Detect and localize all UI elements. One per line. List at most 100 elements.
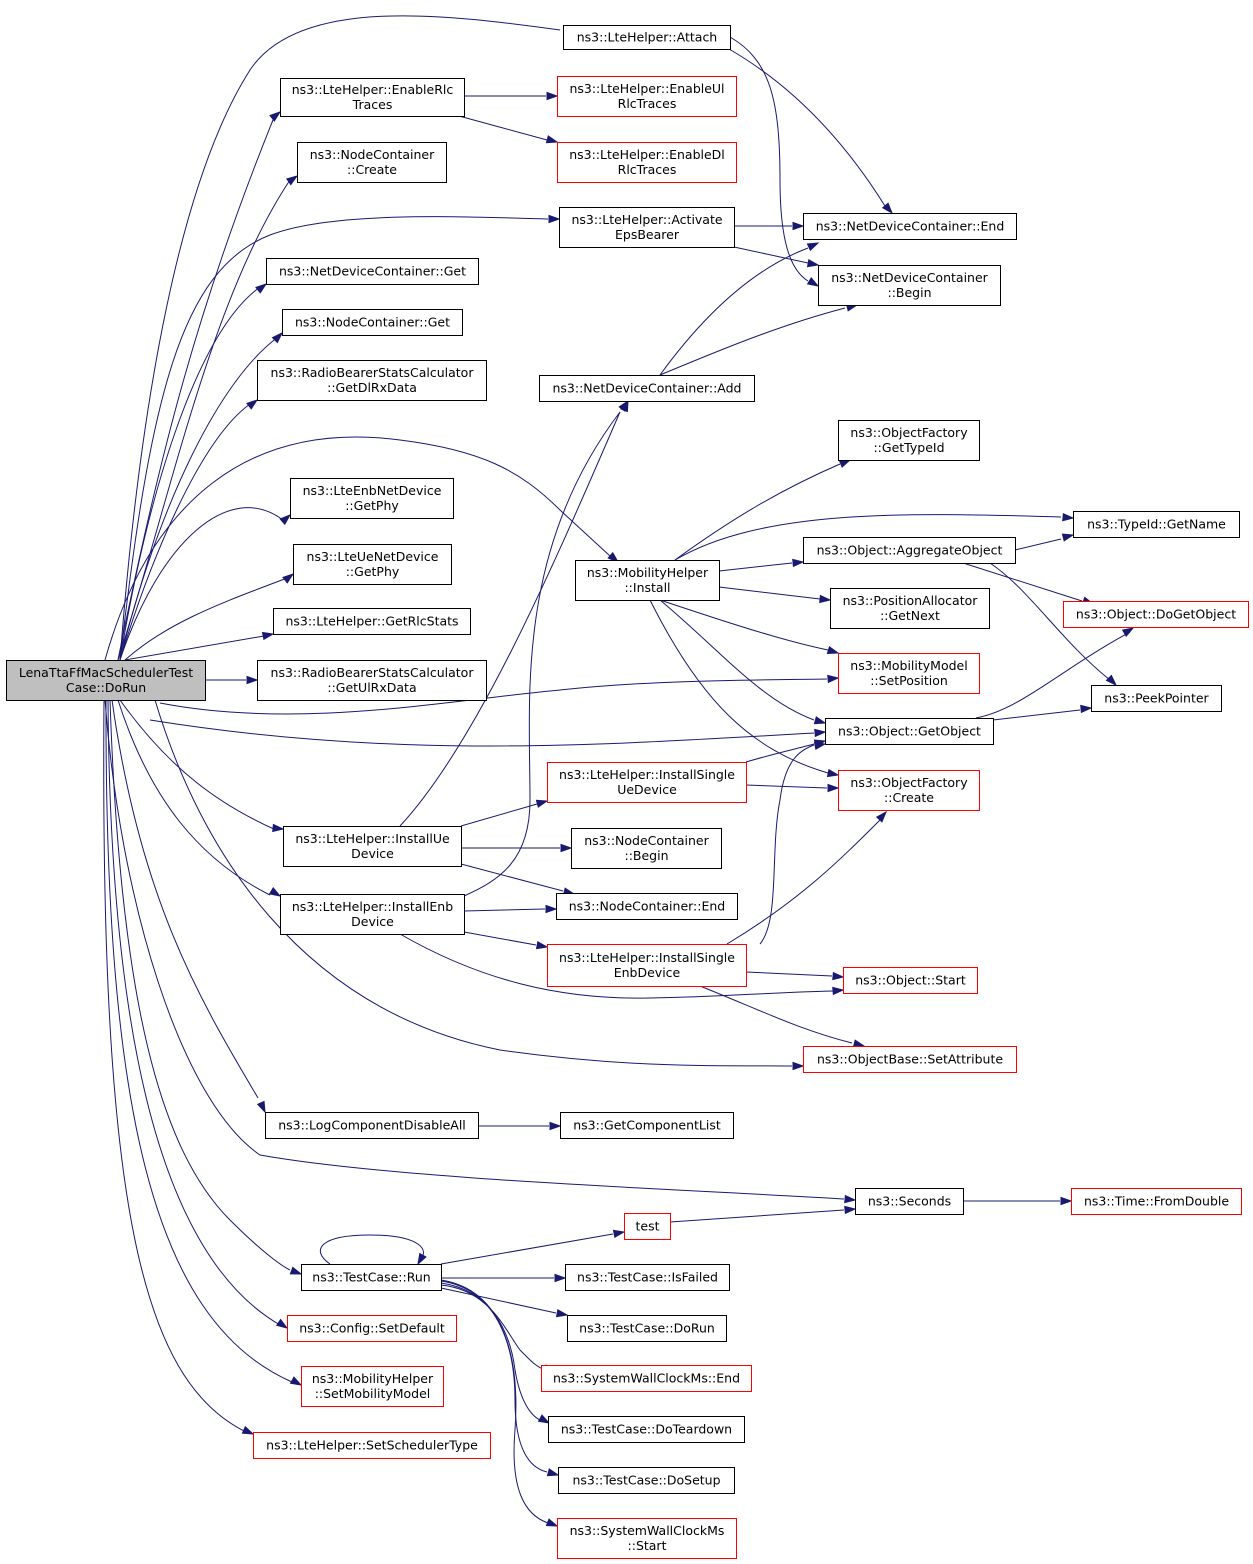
node-box[interactable] <box>301 1366 444 1407</box>
node-box[interactable] <box>548 1416 745 1443</box>
node-wallClockEnd[interactable]: ns3::SystemWallClockMs::End <box>541 1365 752 1392</box>
node-doGetObject[interactable]: ns3::Object::DoGetObject <box>1063 601 1249 628</box>
node-box[interactable] <box>257 360 487 401</box>
node-wallClockStart[interactable]: ns3::SystemWallClockMs::Start <box>557 1518 737 1559</box>
node-logDisableAll[interactable]: ns3::LogComponentDisableAll <box>265 1112 479 1139</box>
node-aggregateObject[interactable]: ns3::Object::AggregateObject <box>803 537 1016 564</box>
node-box[interactable] <box>838 420 980 461</box>
node-box[interactable] <box>557 76 737 117</box>
node-box[interactable] <box>571 828 722 869</box>
node-configSetDefault[interactable]: ns3::Config::SetDefault <box>287 1315 457 1342</box>
node-box[interactable] <box>560 1112 734 1139</box>
node-box[interactable] <box>282 309 463 336</box>
node-box[interactable] <box>547 762 747 803</box>
node-box[interactable] <box>283 826 462 867</box>
node-box[interactable] <box>803 1046 1017 1073</box>
node-getRlcStats[interactable]: ns3::LteHelper::GetRlcStats <box>273 608 471 635</box>
node-box[interactable] <box>565 1264 730 1291</box>
node-getObject[interactable]: ns3::Object::GetObject <box>825 718 994 745</box>
node-box[interactable] <box>290 478 454 519</box>
node-box[interactable] <box>825 718 994 745</box>
node-setSchedulerType[interactable]: ns3::LteHelper::SetSchedulerType <box>253 1432 491 1459</box>
node-nodeContainerCreate[interactable]: ns3::NodeContainer::Create <box>297 142 447 183</box>
node-mobilityInstall[interactable]: ns3::MobilityHelper::Install <box>575 560 720 601</box>
node-netDevEnd[interactable]: ns3::NetDeviceContainer::End <box>803 213 1017 240</box>
node-setAttribute[interactable]: ns3::ObjectBase::SetAttribute <box>803 1046 1017 1073</box>
node-box[interactable] <box>855 1188 964 1215</box>
node-getTypeId[interactable]: ns3::ObjectFactory::GetTypeId <box>838 420 980 461</box>
node-enbGetPhy[interactable]: ns3::LteEnbNetDevice::GetPhy <box>290 478 454 519</box>
node-box[interactable] <box>575 560 720 601</box>
node-box[interactable] <box>838 770 980 811</box>
node-box[interactable] <box>1071 1188 1242 1215</box>
node-box[interactable] <box>541 1365 752 1392</box>
node-fromDouble[interactable]: ns3::Time::FromDouble <box>1071 1188 1242 1215</box>
node-box[interactable] <box>567 1315 727 1342</box>
node-doTeardown[interactable]: ns3::TestCase::DoTeardown <box>548 1416 745 1443</box>
node-setPosition[interactable]: ns3::MobilityModel::SetPosition <box>838 653 980 694</box>
node-box[interactable] <box>293 544 452 585</box>
node-box[interactable] <box>273 608 471 635</box>
node-nodeContainerGet[interactable]: ns3::NodeContainer::Get <box>282 309 463 336</box>
node-box[interactable] <box>803 537 1016 564</box>
node-box[interactable] <box>556 893 738 920</box>
node-testCaseRun[interactable]: ns3::TestCase::Run <box>301 1264 442 1291</box>
node-netDevBegin[interactable]: ns3::NetDeviceContainer::Begin <box>818 265 1001 306</box>
node-netDevGet[interactable]: ns3::NetDeviceContainer::Get <box>266 258 479 285</box>
node-box[interactable] <box>280 78 465 117</box>
node-box[interactable] <box>830 588 990 629</box>
node-box[interactable] <box>557 1518 737 1559</box>
node-typeIdGetName[interactable]: ns3::TypeId::GetName <box>1073 511 1240 538</box>
node-getDlRxData[interactable]: ns3::RadioBearerStatsCalculator::GetDlRx… <box>257 360 487 401</box>
node-test[interactable]: test <box>624 1213 671 1240</box>
node-netDevAdd[interactable]: ns3::NetDeviceContainer::Add <box>539 375 755 402</box>
node-box[interactable] <box>265 1112 479 1139</box>
node-seconds[interactable]: ns3::Seconds <box>855 1188 964 1215</box>
node-objectStart[interactable]: ns3::Object::Start <box>843 967 978 994</box>
node-box[interactable] <box>559 207 735 248</box>
node-doSetup[interactable]: ns3::TestCase::DoSetup <box>558 1467 735 1494</box>
node-box[interactable] <box>280 894 465 935</box>
node-box[interactable] <box>843 967 978 994</box>
node-box[interactable] <box>818 265 1001 306</box>
node-box[interactable] <box>6 660 206 701</box>
node-box[interactable] <box>301 1264 442 1291</box>
node-box[interactable] <box>1063 601 1249 628</box>
node-box[interactable] <box>539 375 755 402</box>
node-peekPointer[interactable]: ns3::PeekPointer <box>1091 685 1222 712</box>
node-getUlRxData[interactable]: ns3::RadioBearerStatsCalculator::GetUlRx… <box>257 660 487 701</box>
node-box[interactable] <box>1073 511 1240 538</box>
node-isFailed[interactable]: ns3::TestCase::IsFailed <box>565 1264 730 1291</box>
node-setMobilityModel[interactable]: ns3::MobilityHelper::SetMobilityModel <box>301 1366 444 1407</box>
node-ueGetPhy[interactable]: ns3::LteUeNetDevice::GetPhy <box>293 544 452 585</box>
node-nodeContainerBegin[interactable]: ns3::NodeContainer::Begin <box>571 828 722 869</box>
node-box[interactable] <box>257 660 487 701</box>
node-box[interactable] <box>297 142 447 183</box>
node-box[interactable] <box>838 653 980 694</box>
node-box[interactable] <box>287 1315 457 1342</box>
node-attach[interactable]: ns3::LteHelper::Attach <box>563 25 731 50</box>
node-getComponentList[interactable]: ns3::GetComponentList <box>560 1112 734 1139</box>
node-box[interactable] <box>266 258 479 285</box>
node-testCaseDoRun[interactable]: ns3::TestCase::DoRun <box>567 1315 727 1342</box>
node-box[interactable] <box>563 25 731 50</box>
node-box[interactable] <box>1091 685 1222 712</box>
node-nodeContainerEnd[interactable]: ns3::NodeContainer::End <box>556 893 738 920</box>
node-box[interactable] <box>547 944 747 987</box>
node-posAllocGetNext[interactable]: ns3::PositionAllocator::GetNext <box>830 588 990 629</box>
node-box[interactable] <box>624 1213 671 1240</box>
node-box[interactable] <box>557 142 737 183</box>
node-box[interactable] <box>803 213 1017 240</box>
node-box[interactable] <box>253 1432 491 1459</box>
node-objectFactoryCreate[interactable]: ns3::ObjectFactory::Create <box>838 770 980 811</box>
node-box[interactable] <box>558 1467 735 1494</box>
